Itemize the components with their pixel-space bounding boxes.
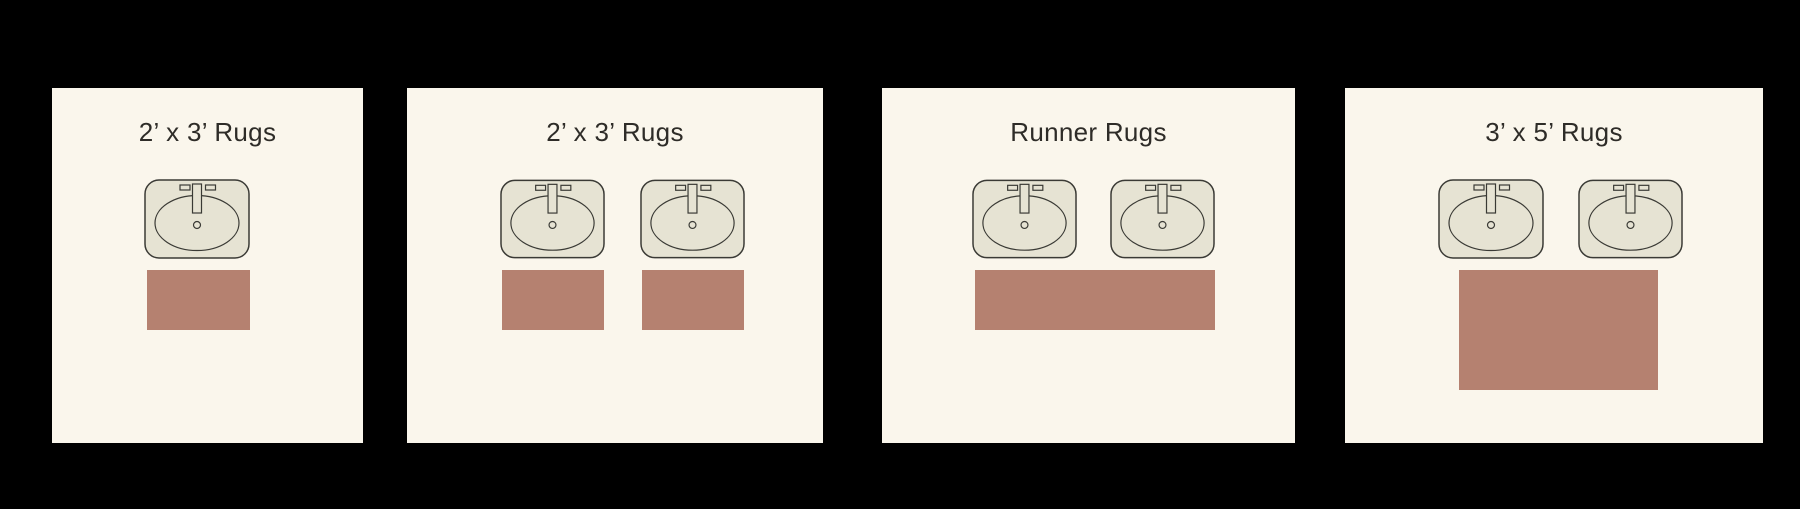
sink-part bbox=[1110, 179, 1215, 259]
sink-part bbox=[548, 220, 557, 230]
sink-part bbox=[547, 183, 558, 214]
panel-title: 2’ x 3’ Rugs bbox=[138, 117, 277, 147]
sink-part bbox=[1638, 184, 1650, 191]
sink-part bbox=[1438, 179, 1544, 259]
sink-part bbox=[144, 179, 250, 259]
sink-part bbox=[640, 179, 745, 259]
sink-part bbox=[1626, 220, 1635, 230]
panel-title: 2’ x 3’ Rugs bbox=[546, 117, 684, 147]
rug-panel-3: Runner Rugs bbox=[882, 88, 1295, 443]
sink-part bbox=[700, 184, 712, 191]
rug-rect bbox=[642, 270, 744, 330]
sink-icon bbox=[500, 179, 605, 259]
rug-rect bbox=[1459, 270, 1658, 390]
sink-part bbox=[1625, 183, 1636, 214]
sink-icon bbox=[1110, 179, 1215, 259]
sink-part bbox=[1485, 183, 1497, 214]
sink-part bbox=[1032, 184, 1044, 191]
sink-part bbox=[1020, 220, 1029, 230]
rug-panel-4: 3’ x 5’ Rugs bbox=[1345, 88, 1763, 443]
sink-part bbox=[192, 220, 202, 230]
sink-part bbox=[1170, 184, 1182, 191]
sink-part bbox=[1019, 183, 1030, 214]
sink-icon bbox=[972, 179, 1077, 259]
rug-rect bbox=[147, 270, 250, 330]
rug-rect bbox=[975, 270, 1215, 330]
sink-part bbox=[204, 184, 217, 191]
sink-icon bbox=[1438, 179, 1544, 259]
sink-part bbox=[1486, 220, 1496, 230]
sink-part bbox=[500, 179, 605, 259]
sink-part bbox=[1007, 184, 1019, 191]
rug-rect bbox=[502, 270, 604, 330]
sink-part bbox=[1473, 184, 1485, 191]
sink-part bbox=[535, 184, 547, 191]
sink-icon bbox=[1578, 179, 1683, 259]
sink-part bbox=[688, 220, 697, 230]
sink-part bbox=[560, 184, 572, 191]
panel-title: Runner Rugs bbox=[1010, 117, 1167, 147]
panel-title: 3’ x 5’ Rugs bbox=[1485, 117, 1623, 147]
sink-icon bbox=[144, 179, 250, 259]
sink-part bbox=[1613, 184, 1625, 191]
rug-panel-1: 2’ x 3’ Rugs bbox=[52, 88, 363, 443]
sink-part bbox=[972, 179, 1077, 259]
sink-part bbox=[675, 184, 687, 191]
sink-part bbox=[191, 183, 203, 214]
sink-part bbox=[1157, 183, 1168, 214]
sink-part bbox=[1145, 184, 1157, 191]
rug-panel-2: 2’ x 3’ Rugs bbox=[407, 88, 823, 443]
sink-part bbox=[687, 183, 698, 214]
sink-part bbox=[1498, 184, 1511, 191]
sink-part bbox=[179, 184, 191, 191]
sink-part bbox=[1158, 220, 1167, 230]
sink-part bbox=[1578, 179, 1683, 259]
sink-icon bbox=[640, 179, 745, 259]
